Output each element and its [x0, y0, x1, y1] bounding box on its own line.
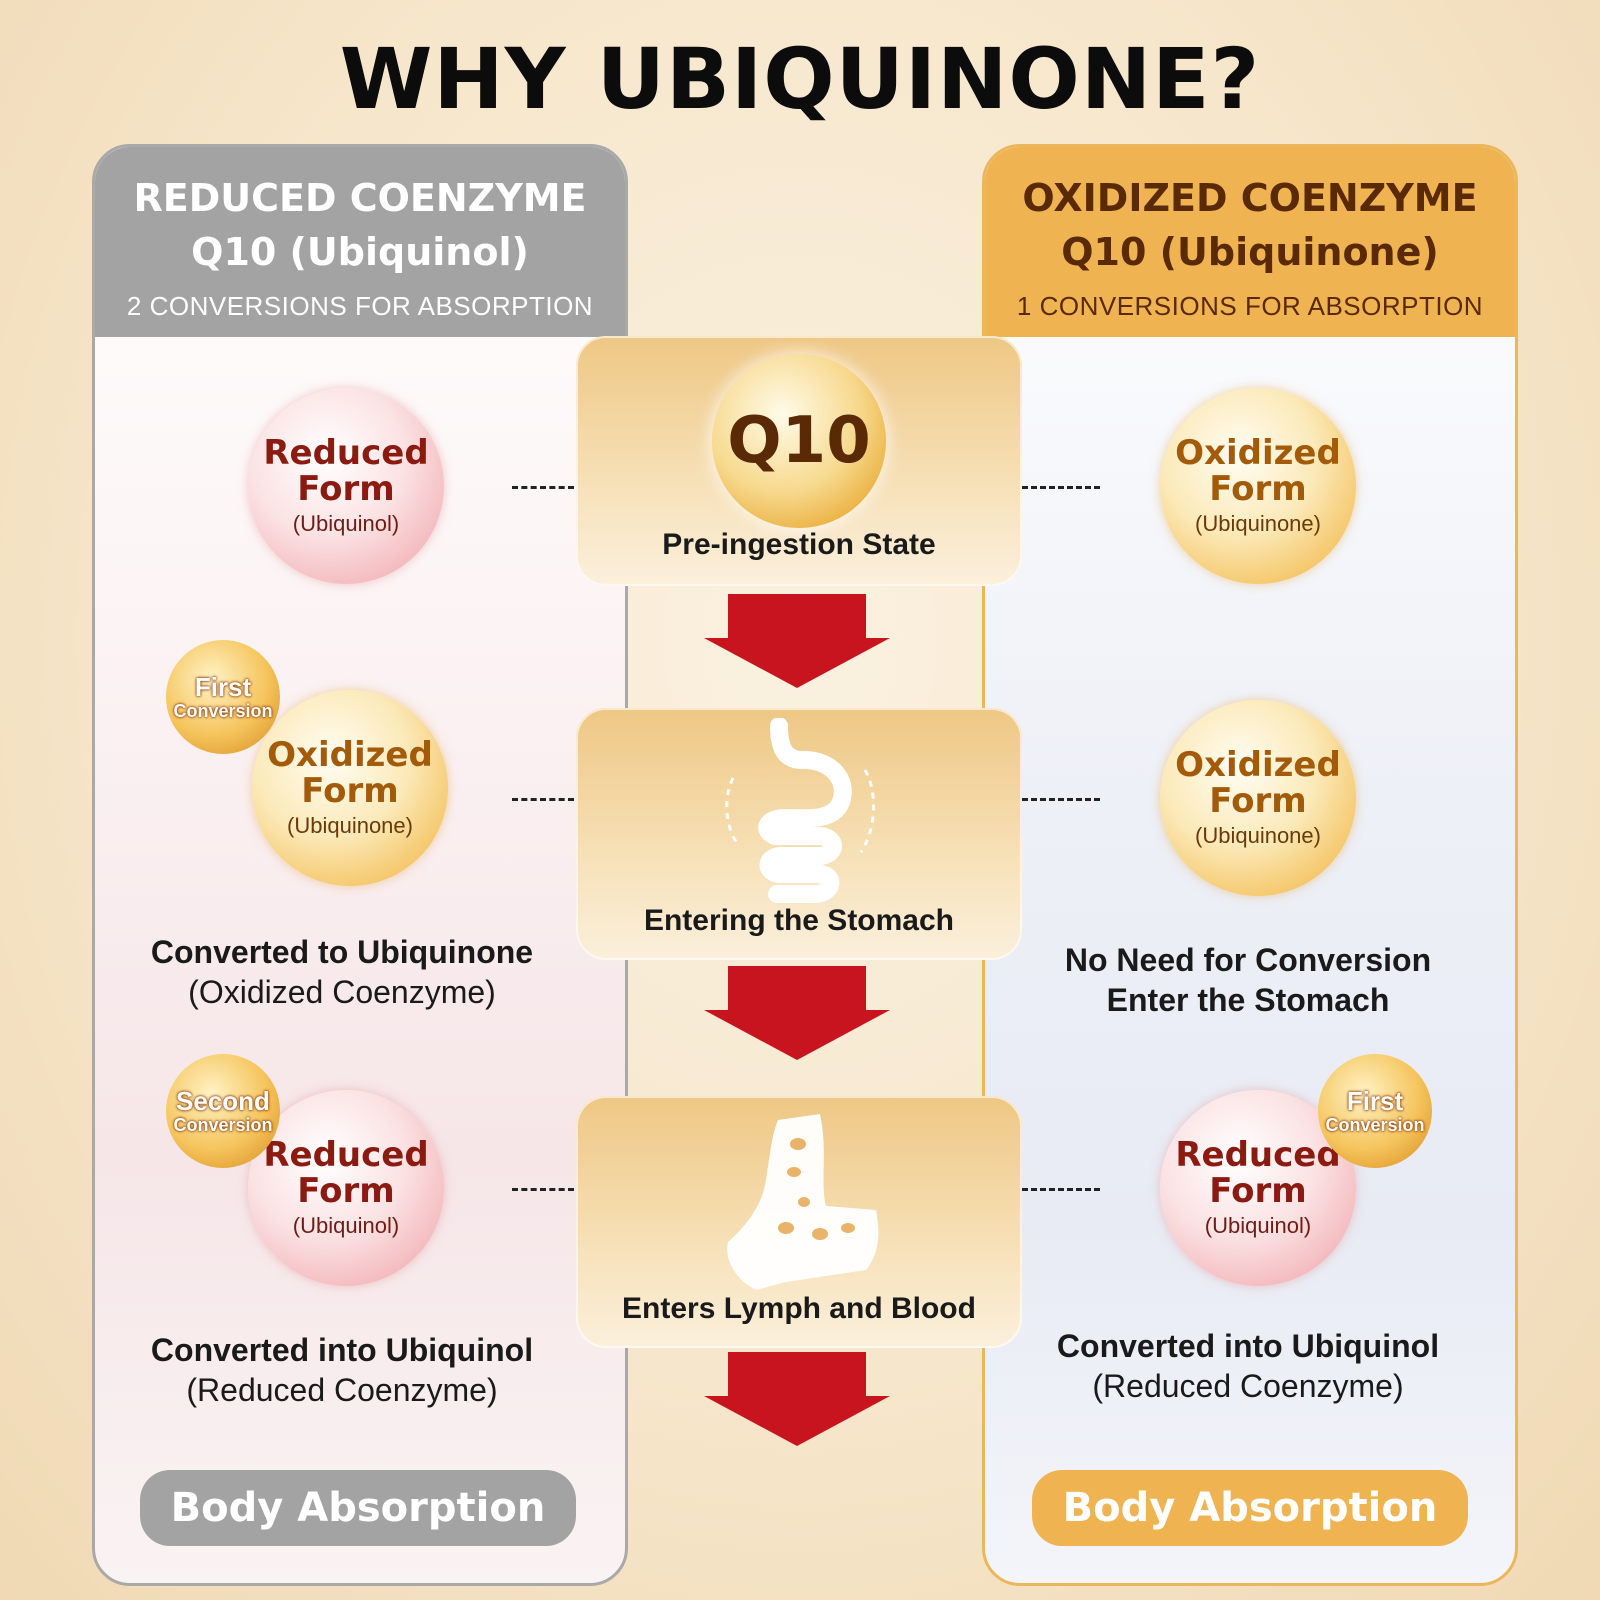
left-caption-1: Converted to Ubiquinone (Oxidized Coenzy… — [100, 932, 584, 1012]
page-title: WHY UBIQUINONE? — [339, 30, 1261, 128]
connector-dash — [1022, 486, 1100, 489]
bubble-title-line1: Oxidized — [1175, 745, 1341, 785]
down-arrow-icon — [704, 1352, 890, 1446]
step-pre-ingestion-label: Pre-ingestion State — [662, 528, 936, 561]
stomach-icon — [725, 718, 875, 903]
oxidized-form-bubble: Oxidized Form (Ubiquinone) — [1160, 388, 1356, 584]
step-pre-ingestion: Q10 Pre-ingestion State — [576, 336, 1022, 586]
oxidized-panel-header: OXIDIZED COENZYME Q10 (Ubiquinone) 1 CON… — [985, 147, 1515, 337]
reduced-panel-header: REDUCED COENZYME Q10 (Ubiquinol) 2 CONVE… — [95, 147, 625, 337]
caption-light: (Reduced Coenzyme) — [186, 1372, 498, 1408]
q10-capsule-icon: Q10 — [712, 354, 886, 528]
badge-bottom-text: Conversion — [173, 1115, 273, 1135]
connector-dash — [512, 486, 574, 489]
bubble-subtitle: (Ubiquinol) — [292, 1213, 400, 1238]
bubble-subtitle: (Ubiquinone) — [1195, 511, 1321, 536]
oxidized-form-bubble: Oxidized Form (Ubiquinone) — [1160, 700, 1356, 896]
reduced-panel-subtitle: 2 CONVERSIONS FOR ABSORPTION — [126, 291, 594, 321]
badge-top-text: First — [194, 672, 252, 702]
first-conversion-badge: First Conversion — [166, 640, 280, 754]
reduced-form-bubble: Reduced Form (Ubiquinol) — [248, 1090, 444, 1286]
bubble-title-line1: Oxidized — [1175, 433, 1341, 473]
oxidized-panel-title-line2: Q10 (Ubiquinone) — [1061, 230, 1439, 274]
bubble-title-line1: Oxidized — [267, 735, 433, 775]
connector-dash — [1022, 798, 1100, 801]
bubble-subtitle: (Ubiquinone) — [1195, 823, 1321, 848]
connector-dash — [512, 1188, 574, 1191]
caption-light: (Reduced Coenzyme) — [1092, 1368, 1404, 1404]
caption-strong: Enter the Stomach — [1106, 982, 1390, 1018]
reduced-coenzyme-panel: REDUCED COENZYME Q10 (Ubiquinol) 2 CONVE… — [92, 144, 628, 1586]
badge-bottom-text: Conversion — [173, 701, 273, 721]
bubble-title-line1: Reduced — [263, 433, 429, 473]
step-lymph-blood: Enters Lymph and Blood — [576, 1096, 1022, 1348]
badge-top-text: First — [1346, 1086, 1404, 1116]
bubble-subtitle: (Ubiquinol) — [1204, 1213, 1312, 1238]
first-conversion-badge: First Conversion — [1318, 1054, 1432, 1168]
bubble-subtitle: (Ubiquinone) — [287, 813, 413, 838]
left-caption-2: Converted into Ubiquinol (Reduced Coenzy… — [100, 1330, 584, 1410]
right-caption-2: Converted into Ubiquinol (Reduced Coenzy… — [1006, 1326, 1490, 1406]
oxidized-form-bubble: Oxidized Form (Ubiquinone) — [252, 690, 448, 886]
bubble-title-line2: Form — [297, 1171, 395, 1211]
oxidized-panel-subtitle: 1 CONVERSIONS FOR ABSORPTION — [1016, 291, 1484, 321]
reduced-form-bubble: Reduced Form (Ubiquinol) — [248, 388, 444, 584]
caption-light: (Oxidized Coenzyme) — [188, 974, 496, 1010]
bubble-title-line2: Form — [1209, 781, 1307, 821]
badge-bottom-text: Conversion — [1325, 1115, 1425, 1135]
right-body-absorption-button[interactable]: Body Absorption — [1032, 1470, 1468, 1546]
caption-strong: Converted into Ubiquinol — [1056, 1328, 1440, 1364]
down-arrow-icon — [704, 594, 890, 688]
lymph-vessel-icon — [727, 1114, 879, 1290]
bubble-title-line2: Form — [301, 771, 399, 811]
step-lymph-blood-label: Enters Lymph and Blood — [622, 1292, 976, 1325]
left-body-absorption-button[interactable]: Body Absorption — [140, 1470, 576, 1546]
step-stomach-label: Entering the Stomach — [643, 904, 955, 937]
oxidized-panel-title-line1: OXIDIZED COENZYME — [1022, 176, 1478, 220]
second-conversion-badge: Second Conversion — [166, 1054, 280, 1168]
bubble-title-line2: Form — [1209, 1171, 1307, 1211]
bubble-title-line2: Form — [1209, 469, 1307, 509]
bubble-title-line2: Form — [297, 469, 395, 509]
bubble-subtitle: (Ubiquinol) — [292, 511, 400, 536]
step-stomach: Entering the Stomach — [576, 708, 1022, 960]
bubble-title-line1: Reduced — [1175, 1135, 1341, 1175]
caption-strong: No Need for Conversion — [1064, 942, 1432, 978]
reduced-panel-title-line2: Q10 (Ubiquinol) — [191, 230, 529, 274]
badge-top-text: Second — [176, 1086, 270, 1116]
caption-strong: Converted to Ubiquinone — [150, 934, 534, 970]
bubble-title-line1: Reduced — [263, 1135, 429, 1175]
caption-strong: Converted into Ubiquinol — [150, 1332, 534, 1368]
connector-dash — [1022, 1188, 1100, 1191]
right-caption-1: No Need for Conversion Enter the Stomach — [1006, 940, 1490, 1020]
reduced-panel-title-line1: REDUCED COENZYME — [133, 176, 587, 220]
down-arrow-icon — [704, 966, 890, 1060]
connector-dash — [512, 798, 574, 801]
